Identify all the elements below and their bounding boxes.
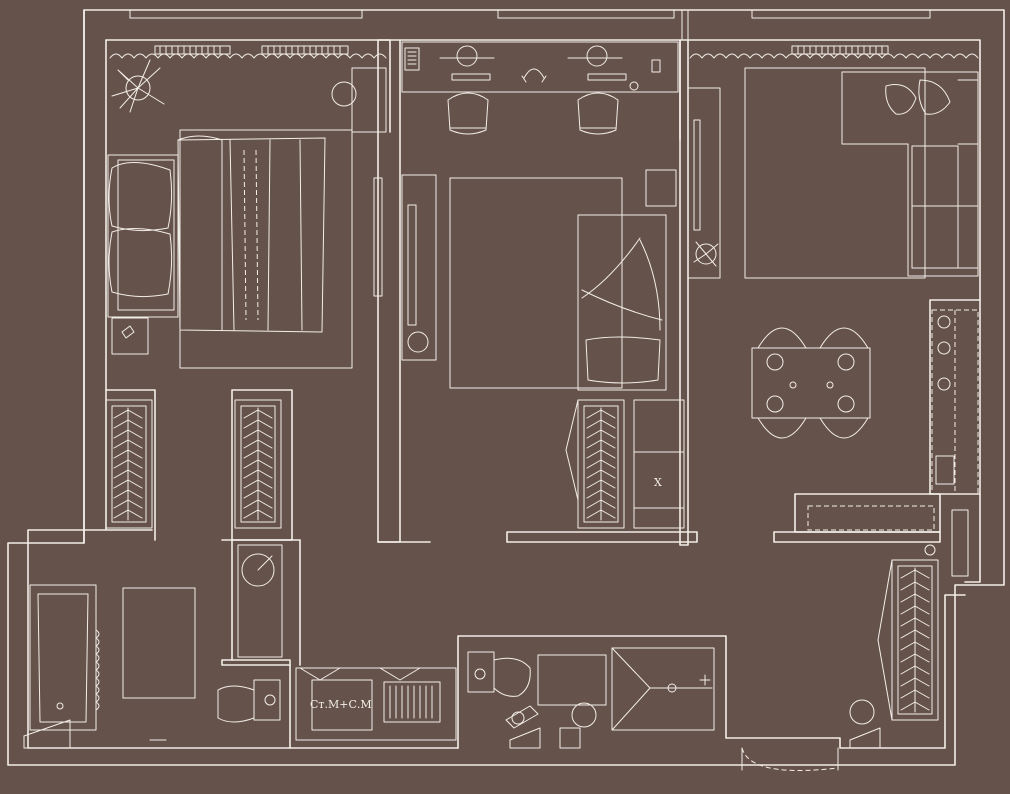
plant-small-icon (695, 243, 717, 265)
pouf (645, 169, 677, 207)
toilet-right (467, 651, 531, 697)
interior-walls (105, 39, 981, 749)
outer-walls (7, 9, 1005, 766)
desk (401, 41, 679, 93)
bathroom-right (467, 647, 881, 749)
tv-unit-right (687, 87, 721, 279)
plant-icon (111, 59, 165, 113)
utility-area: Ст.М+С.М (295, 667, 457, 741)
shoe-rack (383, 681, 441, 723)
rug-living (744, 67, 926, 279)
lamp-icon (331, 81, 357, 107)
desk-chair-right (577, 92, 619, 135)
tv-stand (401, 174, 437, 361)
utility-label: Ст.М+С.М (310, 698, 372, 711)
toilet-left (217, 679, 281, 723)
tv-panel (373, 177, 383, 297)
curtain-right-room (689, 53, 979, 59)
sink-right-counter (537, 654, 607, 706)
curtain-left-room (109, 53, 387, 59)
coat-hook-icon (849, 699, 875, 725)
sink-right-bowl (571, 702, 597, 728)
rug-middle (449, 177, 623, 389)
living-room (687, 45, 979, 725)
desk-lamp-icon (456, 45, 478, 67)
shelf-cabinet: X (633, 399, 685, 529)
corner-sofa (841, 71, 979, 277)
closet-left-b (234, 399, 282, 529)
rug (179, 129, 353, 369)
wardrobe-corner (351, 67, 387, 133)
sink-left (237, 544, 283, 658)
dining-set (751, 327, 871, 439)
closet-left-a (105, 399, 153, 529)
washing-machine (311, 679, 373, 731)
closet-middle (565, 399, 625, 529)
bedroom-left (105, 45, 387, 529)
sink-icon (935, 455, 955, 485)
kitchen-counter (807, 309, 979, 577)
double-bed (107, 135, 326, 333)
desk-chair-left (447, 92, 489, 135)
stove-icon (937, 315, 951, 329)
svg-text:X: X (654, 476, 662, 489)
bedroom-middle: X (401, 41, 685, 529)
bedside-table (111, 317, 149, 355)
bathtub (29, 584, 100, 731)
single-bed (577, 214, 667, 391)
shower (611, 647, 715, 731)
bathroom-left (23, 544, 283, 749)
headphones-icon (521, 68, 547, 83)
bath-mat (122, 587, 196, 699)
entrance-door (741, 747, 839, 771)
closet-hall (849, 544, 939, 725)
